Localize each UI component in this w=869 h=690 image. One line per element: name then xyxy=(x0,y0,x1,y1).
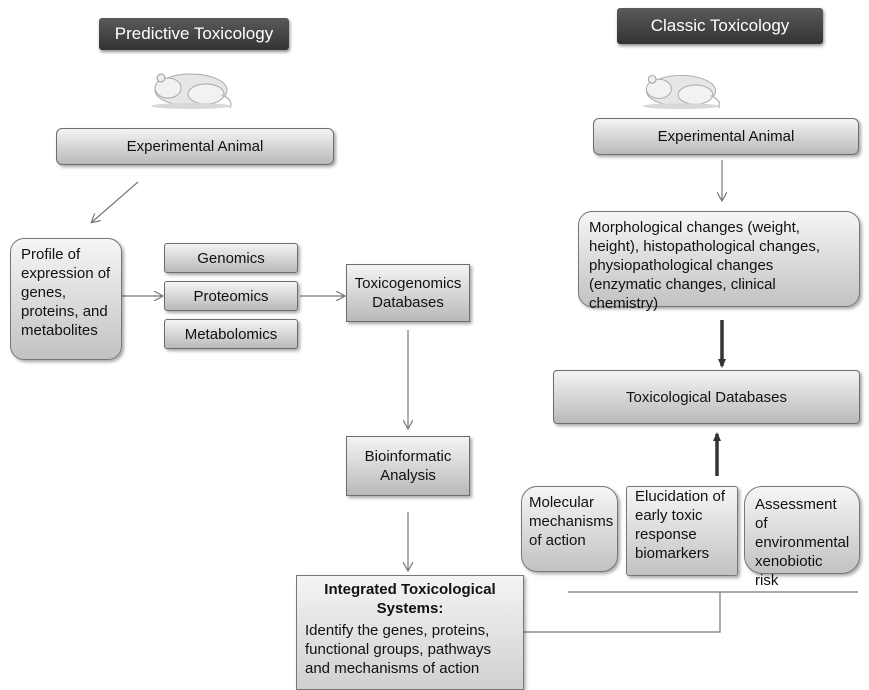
integrated-body: Identify the genes, proteins, functional… xyxy=(305,622,491,677)
changes-box: Morphological changes (weight, height), … xyxy=(578,211,860,312)
outcome-molecular-box: Molecular mechanisms of action xyxy=(521,486,618,572)
integration-bracket xyxy=(524,591,858,633)
classic-title: Classic Toxicology xyxy=(617,8,823,44)
integrated-systems-box: Integrated Toxicological Systems: Identi… xyxy=(296,575,524,690)
predictive-animal-box: Experimental Animal xyxy=(56,128,334,165)
bioinformatic-analysis-box: Bioinformatic Analysis xyxy=(346,436,470,496)
integrated-title: Integrated Toxicological Systems: xyxy=(324,581,496,617)
toxicogenomics-databases-box: Toxicogenomics Databases xyxy=(346,264,470,322)
toxicological-databases-box: Toxicological Databases xyxy=(553,370,860,424)
proteomics-box: Proteomics xyxy=(164,281,298,311)
rat-icon xyxy=(151,73,232,109)
profile-box: Profile of expression of genes, proteins… xyxy=(10,238,122,360)
genomics-box: Genomics xyxy=(164,243,298,273)
classic-animal-box: Experimental Animal xyxy=(593,118,859,155)
rat-icon xyxy=(642,74,721,110)
arrow-animal-to-profile xyxy=(92,181,139,222)
predictive-title: Predictive Toxicology xyxy=(99,18,289,50)
metabolomics-box: Metabolomics xyxy=(164,319,298,349)
outcome-risk-box: Assessment of environmental xenobiotic r… xyxy=(744,486,860,589)
outcome-biomarkers-box: Elucidation of early toxic response biom… xyxy=(626,486,738,576)
